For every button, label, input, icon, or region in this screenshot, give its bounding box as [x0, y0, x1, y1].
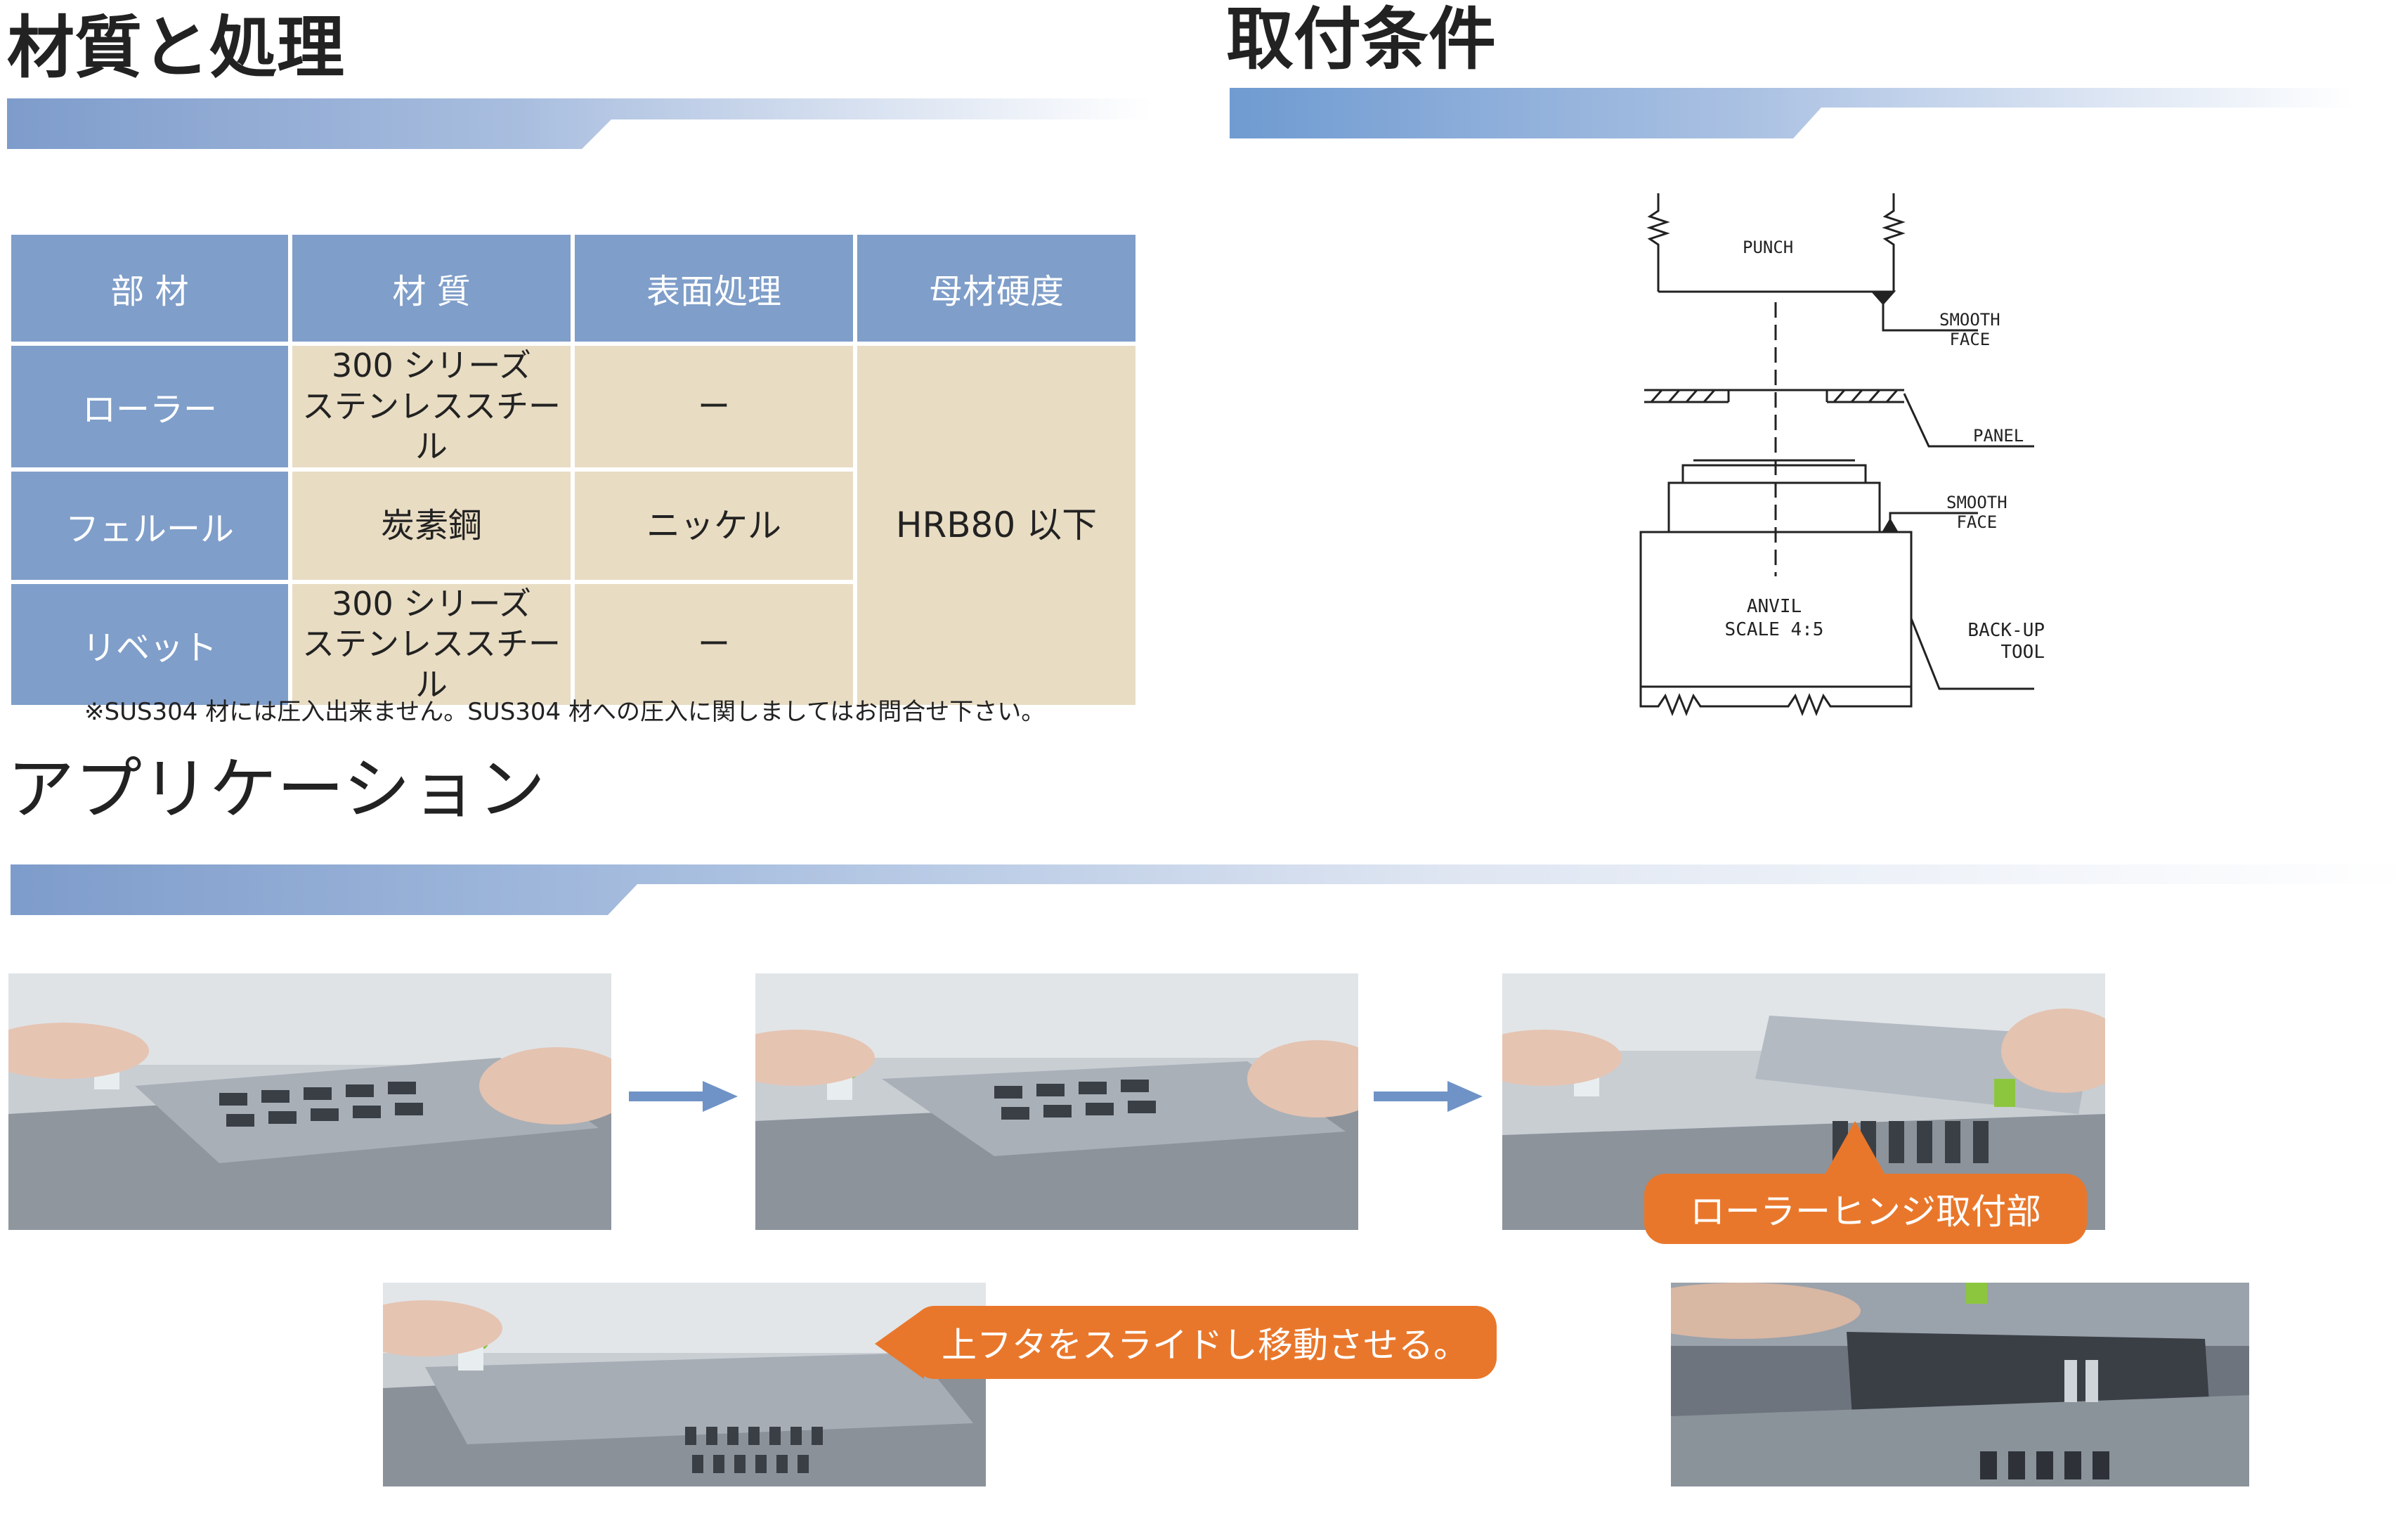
row-part-roller: ローラー — [11, 346, 288, 467]
table-row: リベット 300 シリーズ ステンレススチール ー — [11, 583, 1135, 705]
section-title-application: アプリケーション — [7, 750, 546, 829]
row-material: 炭素鋼 — [292, 471, 571, 580]
row-part-ferrule: フェルール — [11, 471, 288, 580]
photo-step-5 — [1671, 1283, 2249, 1486]
section-bar-materials — [7, 98, 1152, 149]
table-row: フェルール 炭素鋼 ニッケル — [11, 471, 1135, 580]
section-title-mounting: 取付条件 — [1226, 0, 1496, 79]
callout-pointer-left — [875, 1309, 924, 1379]
row-material: 300 シリーズ ステンレススチール — [292, 346, 571, 467]
material-line: ステンレススチール — [302, 625, 561, 704]
callout-slide-lid: 上フタをスライドし移動させる。 — [913, 1306, 1497, 1379]
arrow-right-icon — [629, 1081, 738, 1112]
label-punch: PUNCH — [1743, 238, 1794, 257]
header-material: 材 質 — [292, 235, 571, 342]
material-note: ※SUS304 材には圧入出来ません。SUS304 材への圧入に関しましてはお問… — [84, 698, 1046, 726]
section-title-materials: 材質と処理 — [7, 8, 344, 87]
row-finish: ー — [575, 583, 853, 705]
material-line: 300 シリーズ — [331, 584, 532, 623]
material-line: 300 シリーズ — [331, 346, 532, 384]
header-part: 部 材 — [11, 235, 288, 342]
row-part-rivet: リベット — [11, 583, 288, 705]
table-header-row: 部 材 材 質 表面処理 母材硬度 — [11, 235, 1135, 342]
section-bar-application — [11, 864, 2408, 915]
row-finish: ニッケル — [575, 471, 853, 580]
section-bar-mounting — [1230, 88, 2354, 138]
arrow-right-icon — [1374, 1081, 1483, 1112]
hardness-cell: HRB80 以下 — [857, 346, 1135, 705]
header-hardness: 母材硬度 — [857, 235, 1135, 342]
material-line: ステンレススチール — [302, 387, 561, 466]
callout-pointer-up — [1823, 1121, 1887, 1177]
photo-step-1 — [8, 973, 611, 1230]
row-finish: ー — [575, 346, 853, 467]
header-finish: 表面処理 — [575, 235, 853, 342]
materials-table: 部 材 材 質 表面処理 母材硬度 ローラー 300 シリーズ ステンレススチー… — [7, 231, 1140, 709]
callout-roller-hinge: ローラーヒンジ取付部 — [1644, 1174, 2087, 1244]
photo-step-4 — [383, 1283, 986, 1486]
table-row: ローラー 300 シリーズ ステンレススチール ー HRB80 以下 — [11, 346, 1135, 705]
label-panel: PANEL — [1973, 426, 2024, 446]
row-material: 300 シリーズ ステンレススチール — [292, 583, 571, 705]
photo-step-2 — [755, 973, 1358, 1230]
